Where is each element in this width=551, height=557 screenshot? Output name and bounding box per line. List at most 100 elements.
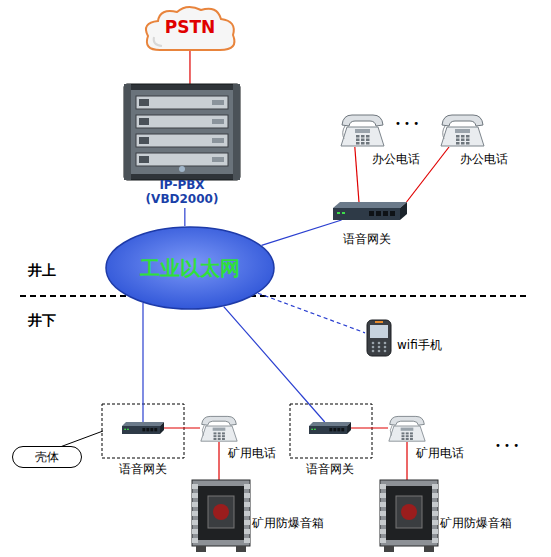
gateway-port xyxy=(341,428,344,431)
voice-gateway: 语音网关 xyxy=(122,422,164,434)
speaker-fin xyxy=(380,529,386,534)
speaker-fin xyxy=(380,484,386,489)
connector-line xyxy=(406,442,407,480)
connector-group xyxy=(184,208,185,226)
connector-line xyxy=(355,147,359,202)
connector-line xyxy=(189,49,190,84)
speaker-leg xyxy=(384,546,394,552)
phone-key xyxy=(366,135,370,138)
connector-line xyxy=(218,442,219,480)
phone-key xyxy=(218,432,221,434)
wifi-illustration xyxy=(365,318,393,358)
gateway-top xyxy=(309,422,351,426)
phone-base xyxy=(341,127,384,146)
connector-group xyxy=(355,147,359,202)
drive-light xyxy=(212,119,224,124)
phone-key xyxy=(461,135,465,138)
speaker-fin xyxy=(244,520,250,525)
gateway-port xyxy=(383,211,388,216)
speaker-fin xyxy=(244,484,250,489)
gateway-illustration xyxy=(309,422,351,434)
speaker-fin xyxy=(432,502,438,507)
gateway-side xyxy=(160,422,164,434)
phone-illustration xyxy=(440,112,485,147)
office-phone: 办公电话 xyxy=(340,112,385,147)
phone-display xyxy=(455,129,470,133)
drive-light xyxy=(212,138,224,143)
gateway-port xyxy=(369,211,374,216)
phone-cord xyxy=(443,126,445,139)
node-label: wifi手机 xyxy=(397,338,442,352)
connector-group xyxy=(407,442,408,480)
drive-latch xyxy=(139,118,149,125)
phone-key xyxy=(402,435,405,437)
speaker-panel xyxy=(396,496,422,528)
node-label: 语音网关 xyxy=(119,462,167,476)
phone-base xyxy=(201,426,237,441)
phone-display xyxy=(355,129,370,133)
gateway-illustration xyxy=(333,202,407,220)
phone-key xyxy=(456,135,460,138)
connector-group xyxy=(351,428,388,429)
node-label: IP-PBX (VBD2000) xyxy=(142,178,222,207)
speaker-illustration xyxy=(190,478,252,553)
phone-key xyxy=(361,142,365,145)
node-label: 办公电话 xyxy=(372,152,420,166)
phone-base xyxy=(389,426,425,441)
gateway-port xyxy=(150,428,153,431)
speaker-fin xyxy=(432,529,438,534)
speaker-fin xyxy=(192,493,198,498)
phone-key xyxy=(361,139,365,142)
phone-key xyxy=(461,139,465,142)
phone-key xyxy=(406,438,409,440)
phone-key xyxy=(466,139,470,142)
speaker-fin xyxy=(244,529,250,534)
speaker-fin xyxy=(380,493,386,498)
phone-key xyxy=(378,350,381,353)
speaker-fin xyxy=(432,493,438,498)
phone-speaker xyxy=(375,321,383,323)
phone-key xyxy=(410,438,413,440)
gateway-front xyxy=(333,208,400,220)
gateway-led xyxy=(127,429,129,430)
speaker-frame xyxy=(192,480,250,546)
phone-body xyxy=(367,320,391,356)
speaker-fin xyxy=(380,502,386,507)
drive-bay xyxy=(136,153,228,166)
speaker-fin xyxy=(192,520,198,525)
voice-gateway: 语音网关 xyxy=(309,422,351,434)
phone-key xyxy=(461,142,465,145)
phone-key xyxy=(378,342,381,345)
speaker-fin xyxy=(244,502,250,507)
connector-line xyxy=(142,303,143,422)
explosion-proof-speaker: 矿用防爆音箱 xyxy=(190,478,252,553)
phone-display xyxy=(401,428,414,431)
server-body xyxy=(124,84,240,180)
level-label: 井上 xyxy=(28,262,56,279)
phone-handset xyxy=(442,115,483,126)
phone-key xyxy=(456,139,460,142)
phone-key xyxy=(466,142,470,145)
speaker-fin xyxy=(380,538,386,543)
phone-illustration xyxy=(340,112,385,147)
phone-cord xyxy=(390,425,392,435)
gateway-port xyxy=(142,428,145,431)
connector-group xyxy=(164,428,200,429)
phone-base xyxy=(441,127,484,146)
connector-group xyxy=(224,307,325,422)
phone-key xyxy=(356,139,360,142)
phone-key xyxy=(384,346,387,349)
connector-group xyxy=(258,293,365,333)
phone-key xyxy=(218,438,221,440)
node-label: 语音网关 xyxy=(343,232,391,246)
drive-light xyxy=(212,100,224,105)
phone-key xyxy=(214,432,217,434)
speaker-fin xyxy=(192,538,198,543)
mine-phone: 矿用电话 xyxy=(388,414,426,442)
cloud-shade xyxy=(154,37,162,46)
node-label: 矿用防爆音箱 xyxy=(252,516,324,530)
gateway-top xyxy=(333,202,407,208)
connector-group xyxy=(219,442,220,480)
